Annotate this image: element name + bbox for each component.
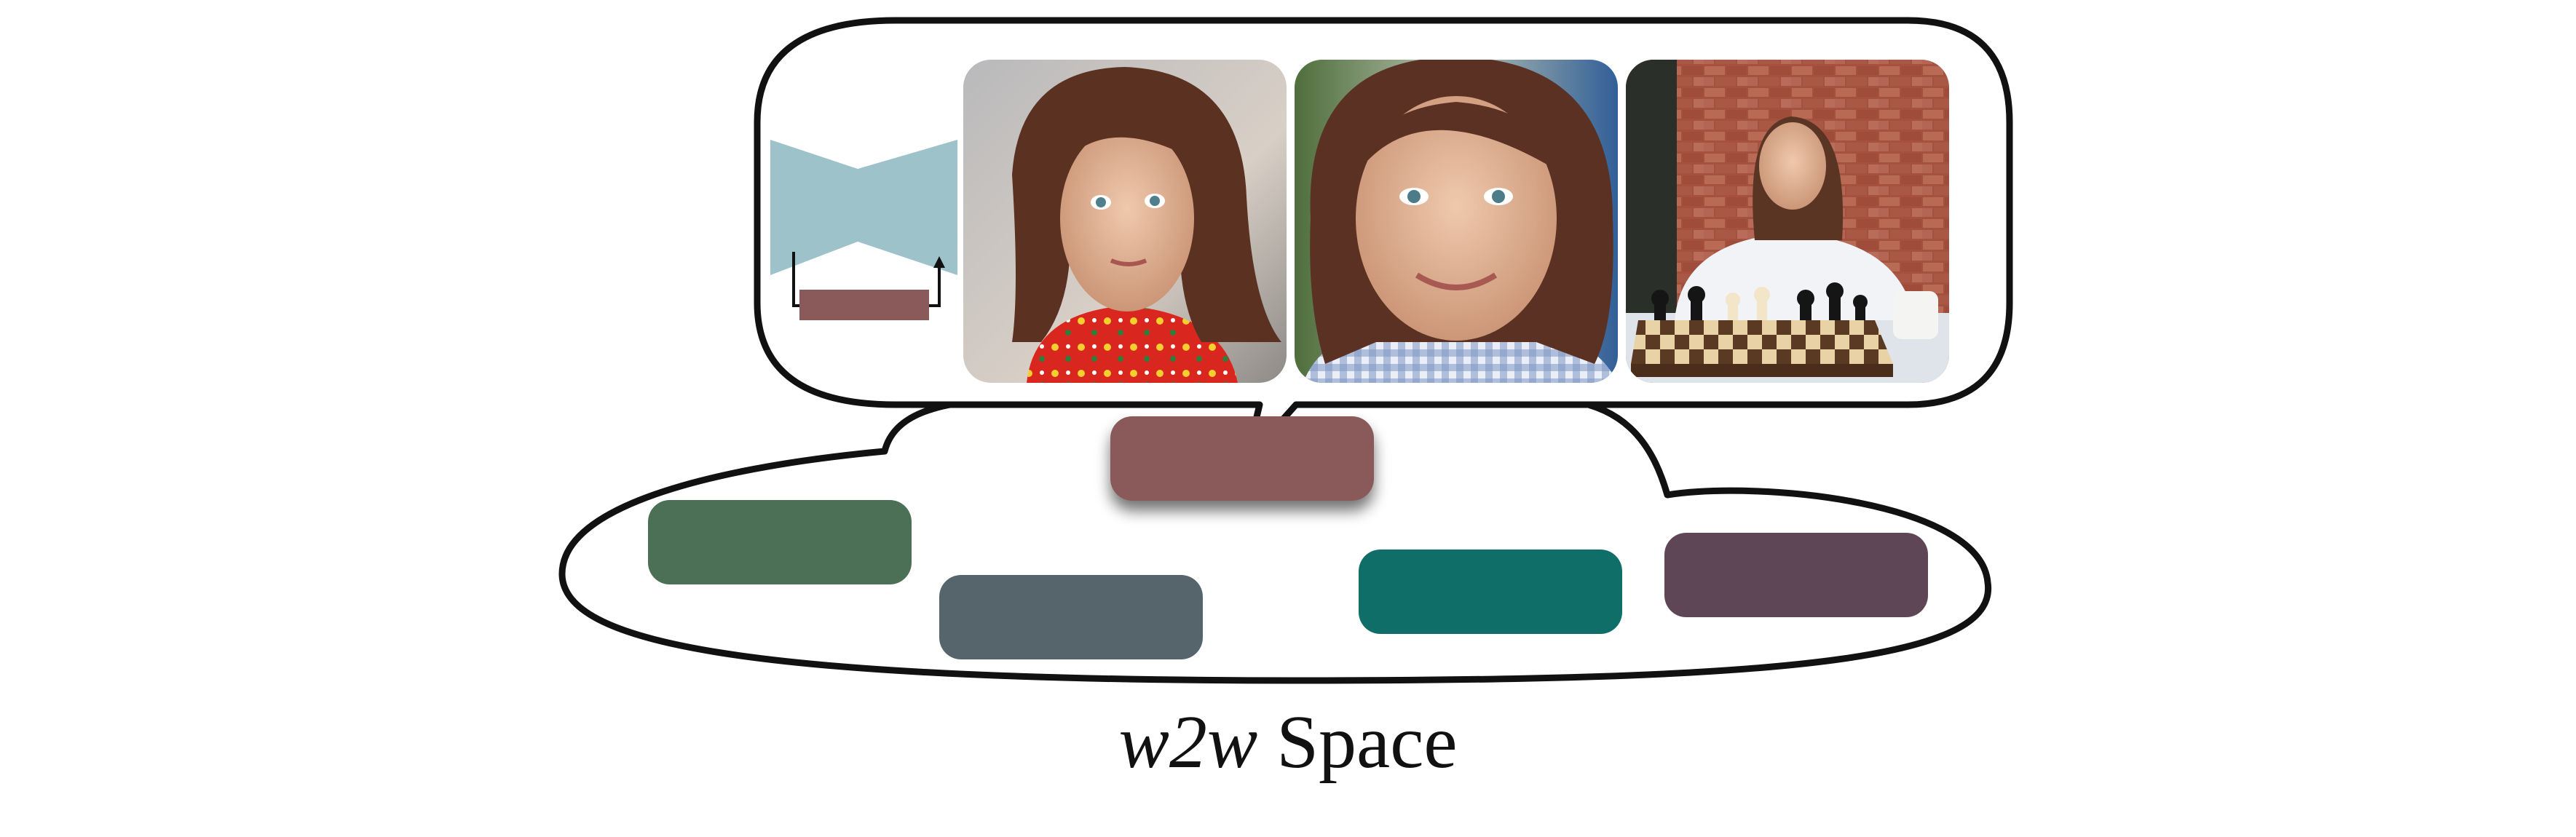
token-green [648,500,912,584]
encoder-decoder-network-icon [770,140,957,320]
portrait-photo-2 [1295,60,1618,383]
portrait-photo-1 [963,60,1287,383]
w2w-space-cloud [558,395,1992,684]
token-slate [939,575,1203,659]
token-teal [1359,550,1622,634]
token-plum [1664,533,1928,617]
caption-plain: Space [1257,700,1458,784]
chess-photo [1626,60,1949,383]
selected-token [1110,416,1374,501]
diagram-caption: w2w Space [0,691,2576,793]
caption-italic: w2w [1118,700,1258,784]
